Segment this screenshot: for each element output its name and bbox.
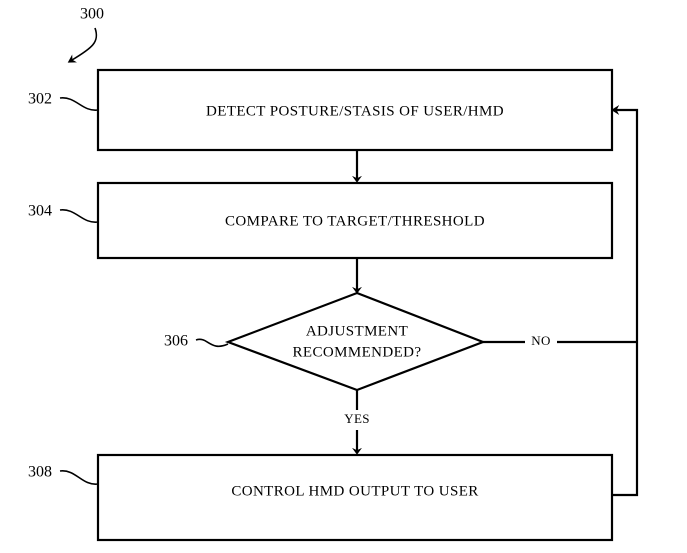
decision-diamond-306-label-line2: RECOMMENDED?: [293, 344, 422, 360]
figure-number-label: 300: [80, 6, 104, 23]
ref-label-302: 302: [28, 91, 52, 108]
feedback-loop-308-to-302: [611, 105, 639, 497]
process-box-304-label: COMPARE TO TARGET/THRESHOLD: [225, 213, 485, 229]
ref-label-304: 304: [28, 203, 52, 220]
ref-label-308: 308: [28, 464, 52, 481]
ref-leader-306: [195, 338, 229, 347]
branch-no-label: NO: [531, 333, 550, 348]
process-box-304: [96, 181, 614, 260]
branch-no-label-backdrop: [525, 332, 557, 352]
decision-diamond-306: [224, 291, 487, 392]
branch-yes-label: YES: [344, 411, 369, 426]
branch-yes-label-backdrop: [339, 410, 375, 430]
process-box-302: [96, 68, 614, 152]
process-box-308-label: CONTROL HMD OUTPUT TO USER: [231, 483, 478, 499]
figure-number-leader: [67, 27, 98, 63]
process-box-302-label: DETECT POSTURE/STASIS OF USER/HMD: [206, 103, 504, 119]
ref-leader-308: [59, 470, 99, 485]
ref-leader-302: [59, 97, 99, 111]
ref-label-306: 306: [164, 333, 188, 350]
ref-leader-304: [59, 209, 99, 223]
decision-diamond-306-label-line1: ADJUSTMENT: [306, 323, 408, 339]
process-box-308: [96, 453, 614, 542]
